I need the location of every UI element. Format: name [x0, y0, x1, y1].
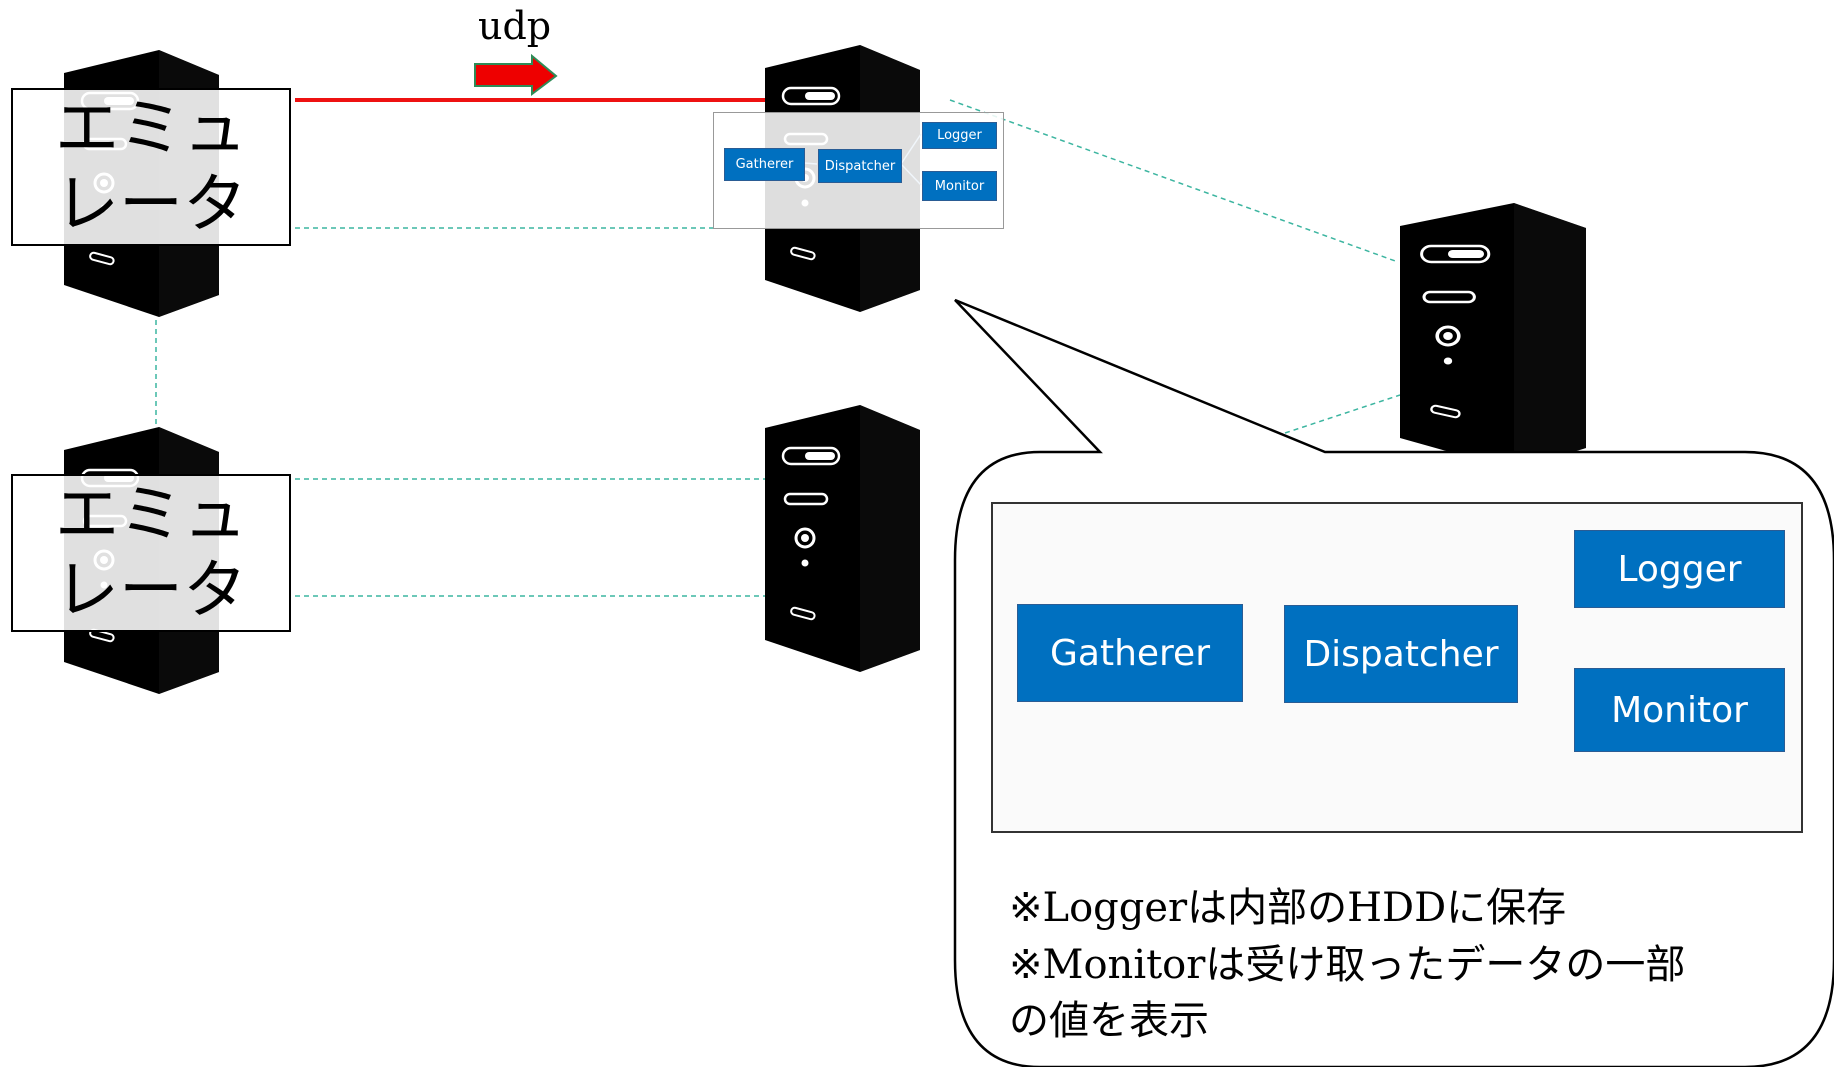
server-tower-icon	[1398, 201, 1588, 472]
gatherer-box-mini: Gatherer	[724, 148, 805, 181]
monitor-box-mini: Monitor	[922, 171, 997, 201]
emulator-label-line2: レータ	[55, 554, 247, 628]
emulator-label-2: エミュ レータ	[11, 474, 291, 632]
server-component-panel-detail: Gatherer Dispatcher Logger Monitor	[991, 502, 1803, 833]
note-monitor: ※Monitorは受け取ったデータの一部	[1009, 942, 1686, 988]
logger-box: Logger	[1574, 530, 1785, 608]
emulator-label-line1: エミュ	[55, 478, 247, 552]
dispatcher-box: Dispatcher	[1284, 605, 1518, 703]
gatherer-box: Gatherer	[1017, 604, 1243, 702]
dashed-links	[155, 99, 1401, 597]
emulator-label-1: エミュ レータ	[11, 88, 291, 246]
server-tower-icon	[763, 403, 922, 674]
udp-arrow-icon	[474, 53, 558, 96]
dispatcher-box-mini: Dispatcher	[818, 149, 902, 183]
logger-box-mini: Logger	[922, 122, 997, 149]
link-server2-server3	[1284, 394, 1401, 434]
note-monitor-cont: の値を表示	[1009, 998, 1209, 1044]
emulator-label-line1: エミュ	[55, 92, 247, 166]
monitor-box: Monitor	[1574, 668, 1785, 752]
link-server1-server3	[949, 99, 1399, 263]
note-logger: ※Loggerは内部のHDDに保存	[1009, 885, 1567, 931]
server-component-panel-mini: Gatherer Dispatcher Logger Monitor	[713, 112, 1004, 229]
udp-label: udp	[478, 4, 552, 48]
emulator-label-line2: レータ	[55, 168, 247, 242]
